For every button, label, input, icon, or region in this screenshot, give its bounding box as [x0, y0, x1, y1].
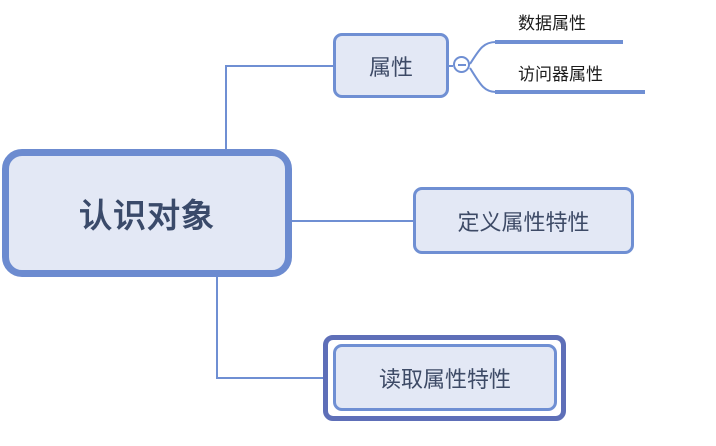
- root-node[interactable]: 认识对象: [2, 149, 292, 277]
- branch-node-read-attributes[interactable]: 读取属性特性: [333, 344, 557, 411]
- branch-node-define-attributes[interactable]: 定义属性特性: [413, 187, 634, 254]
- branch-node-label: 读取属性特性: [378, 367, 511, 393]
- branch-node-label: 定义属性特性: [457, 210, 590, 236]
- connector-root-to-read: [216, 276, 324, 379]
- collapse-toggle-button[interactable]: [453, 56, 470, 73]
- root-node-label: 认识对象: [79, 196, 215, 235]
- minus-icon: [457, 63, 466, 66]
- connector-toggle-to-data-property: [469, 41, 497, 65]
- branch-node-properties[interactable]: 属性: [333, 33, 449, 98]
- leaf-node-data-property[interactable]: 数据属性: [518, 14, 586, 34]
- leaf-node-accessor-property[interactable]: 访问器属性: [518, 65, 603, 85]
- connector-root-to-properties: [225, 65, 334, 150]
- connector-toggle-to-accessor-property: [469, 67, 497, 93]
- branch-node-label: 属性: [368, 55, 413, 81]
